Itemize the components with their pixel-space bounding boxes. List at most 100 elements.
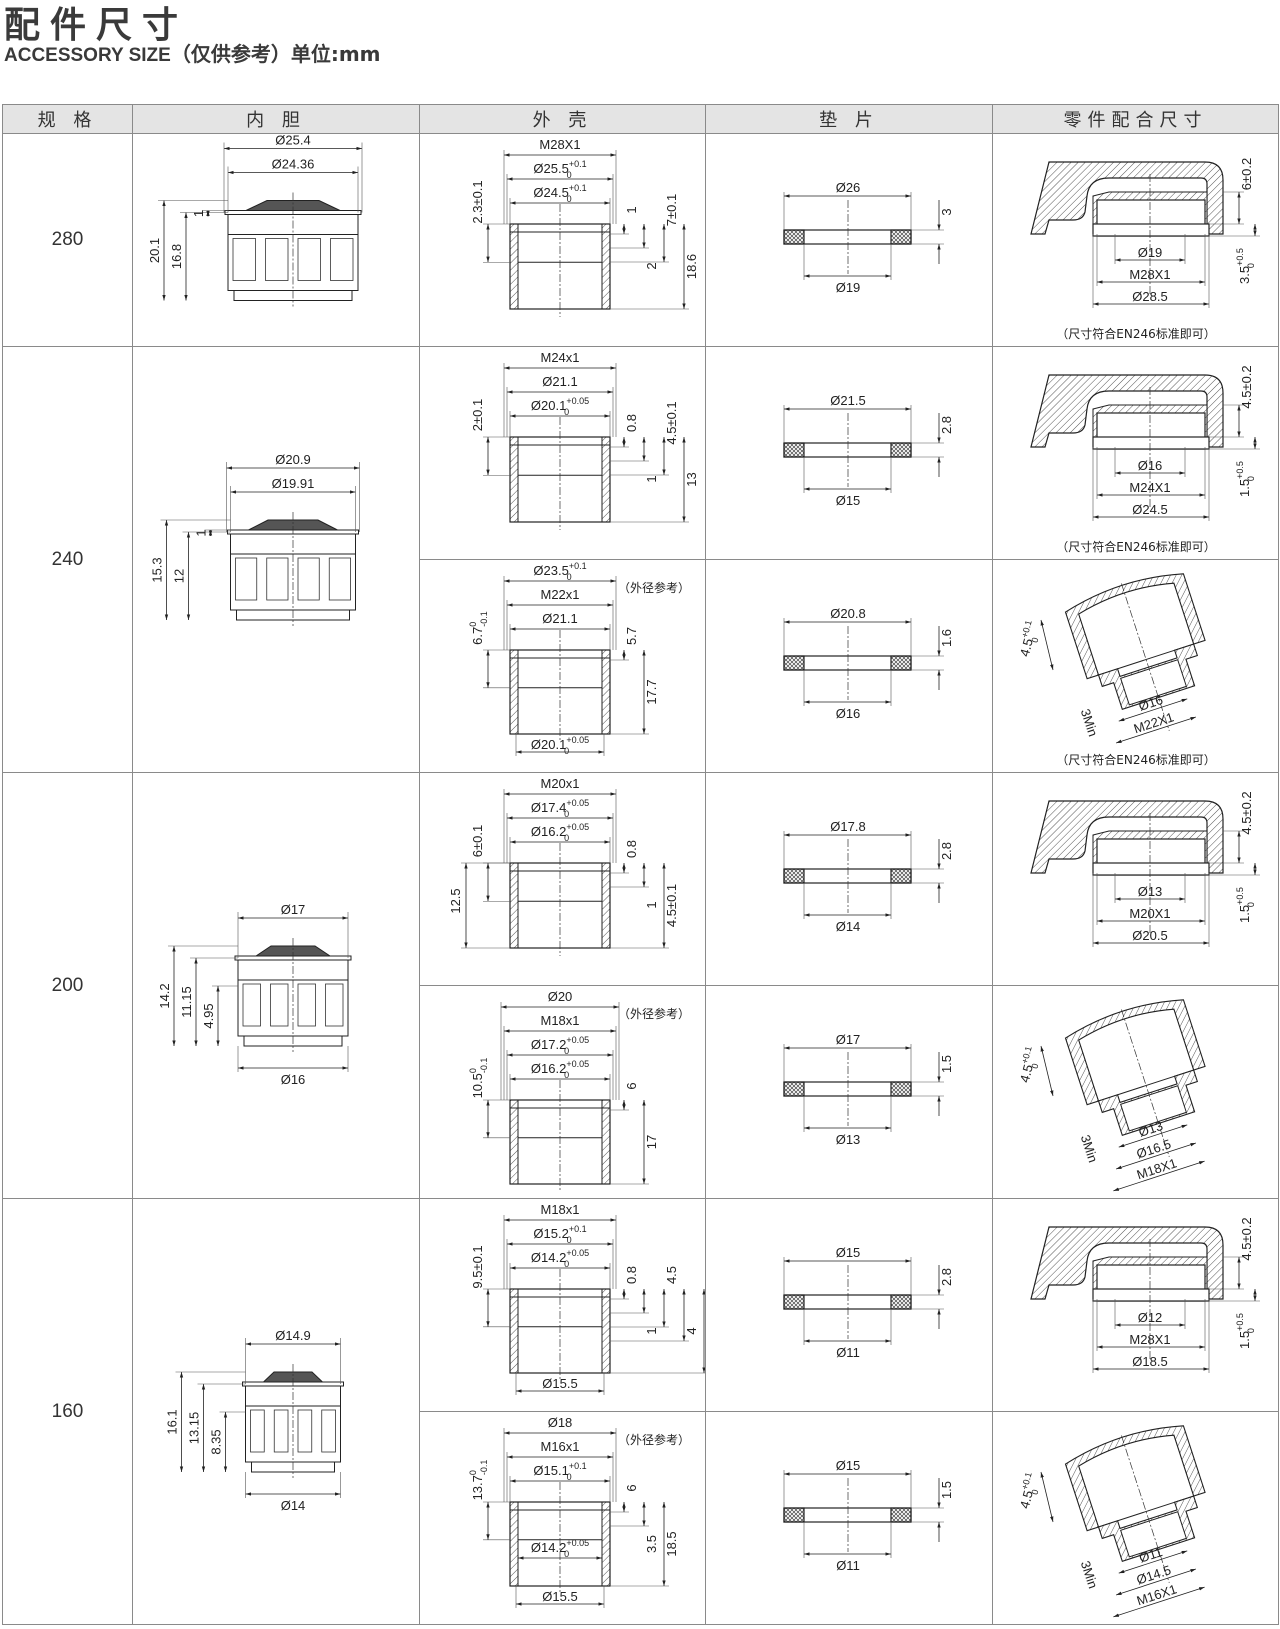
height-label: 16.1 (165, 1409, 180, 1434)
outer-diameter-reference-note: （外径参考） (618, 580, 690, 595)
thickness-label: 2.8 (939, 1268, 954, 1286)
gasket-ring (783, 229, 912, 245)
gasket-ring (783, 1507, 912, 1523)
faucet-spout-section (1030, 374, 1224, 448)
diameter-label: Ø15.5 (542, 1376, 577, 1391)
height-label: 4.5±0.2 (1239, 365, 1254, 408)
faucet-spout-section (1030, 800, 1224, 874)
height-label: 6 (624, 1484, 639, 1491)
diameter-label: Ø17 (281, 902, 306, 917)
height-label: 13.15 (187, 1412, 202, 1445)
min-length-label: 3Min (1078, 1559, 1101, 1590)
thickness-label: 1.6 (939, 629, 954, 647)
min-length-label: 3Min (1078, 707, 1101, 738)
height-label: 10.50-0.1 (468, 1058, 489, 1099)
diameter-label: Ø24.36 (272, 157, 315, 172)
height-label: 1.5+0.50 (1235, 1313, 1256, 1349)
height-label: 2.3±0.1 (470, 180, 485, 223)
diameter-label: Ø20.5 (1132, 928, 1167, 943)
height-label: 9.5±0.1 (470, 1245, 485, 1288)
height-label: 18.5 (664, 1531, 679, 1556)
angled-spout-section (1064, 1425, 1206, 1583)
diameter-label: Ø20 (548, 989, 573, 1004)
dimension-line (1115, 716, 1197, 744)
table-header: 规 格 内 胆 外 壳 垫 片 零件配合尺寸 (3, 105, 1279, 134)
gasket-ring (783, 655, 912, 671)
diameter-label: M28X1 (1129, 267, 1170, 282)
min-length-label: 3Min (1078, 1133, 1101, 1164)
gasket-ring (783, 868, 912, 884)
diameter-label: Ø13 (836, 1132, 861, 1147)
height-label: 4.5±0.2 (1239, 1217, 1254, 1260)
height-label: 12.5 (448, 888, 463, 913)
outer-diameter-reference-note: （外径参考） (618, 1432, 690, 1447)
fit-drawing: Ø16M24X1Ø24.54.5±0.21.5+0.50（尺寸符合EN246标准… (1030, 365, 1260, 554)
diameter-label: M20X1 (1129, 906, 1170, 921)
height-label: 7±0.1 (664, 194, 679, 226)
height-label: 11.15 (179, 986, 194, 1018)
height-label: 4.5±0.1 (664, 401, 679, 444)
diameter-label: Ø20.9 (275, 452, 310, 467)
subtitle-english: ACCESSORY SIZE (4, 45, 171, 66)
diameter-label: Ø21.5 (830, 393, 865, 408)
spec-cell: 240 (3, 347, 133, 773)
height-label: 4.95 (201, 1003, 216, 1028)
gasket-ring (783, 1081, 912, 1097)
header-inner-core: 内 胆 (133, 105, 420, 134)
height-label: 6±0.1 (470, 825, 485, 857)
diameter-label: Ø18 (548, 1415, 573, 1430)
height-label: 6 (624, 1082, 639, 1089)
spec-cell: 160 (3, 1199, 133, 1625)
subtitle-chinese: （仅供参考）单位:mm (170, 42, 381, 66)
height-label: 0.8 (624, 840, 639, 858)
height-label: 1.5+0.50 (1235, 887, 1256, 923)
diameter-label: M24X1 (1129, 480, 1170, 495)
diameter-label: Ø17 (836, 1032, 861, 1047)
header-spec: 规 格 (3, 105, 133, 134)
faucet-spout-section (1030, 1226, 1224, 1300)
diameter-label: Ø24.5 (1132, 502, 1167, 517)
diameter-label: Ø12 (1138, 1310, 1163, 1325)
thickness-label: 2.8 (939, 842, 954, 860)
height-label: 4.5 (664, 1266, 679, 1284)
gasket-ring (783, 442, 912, 458)
